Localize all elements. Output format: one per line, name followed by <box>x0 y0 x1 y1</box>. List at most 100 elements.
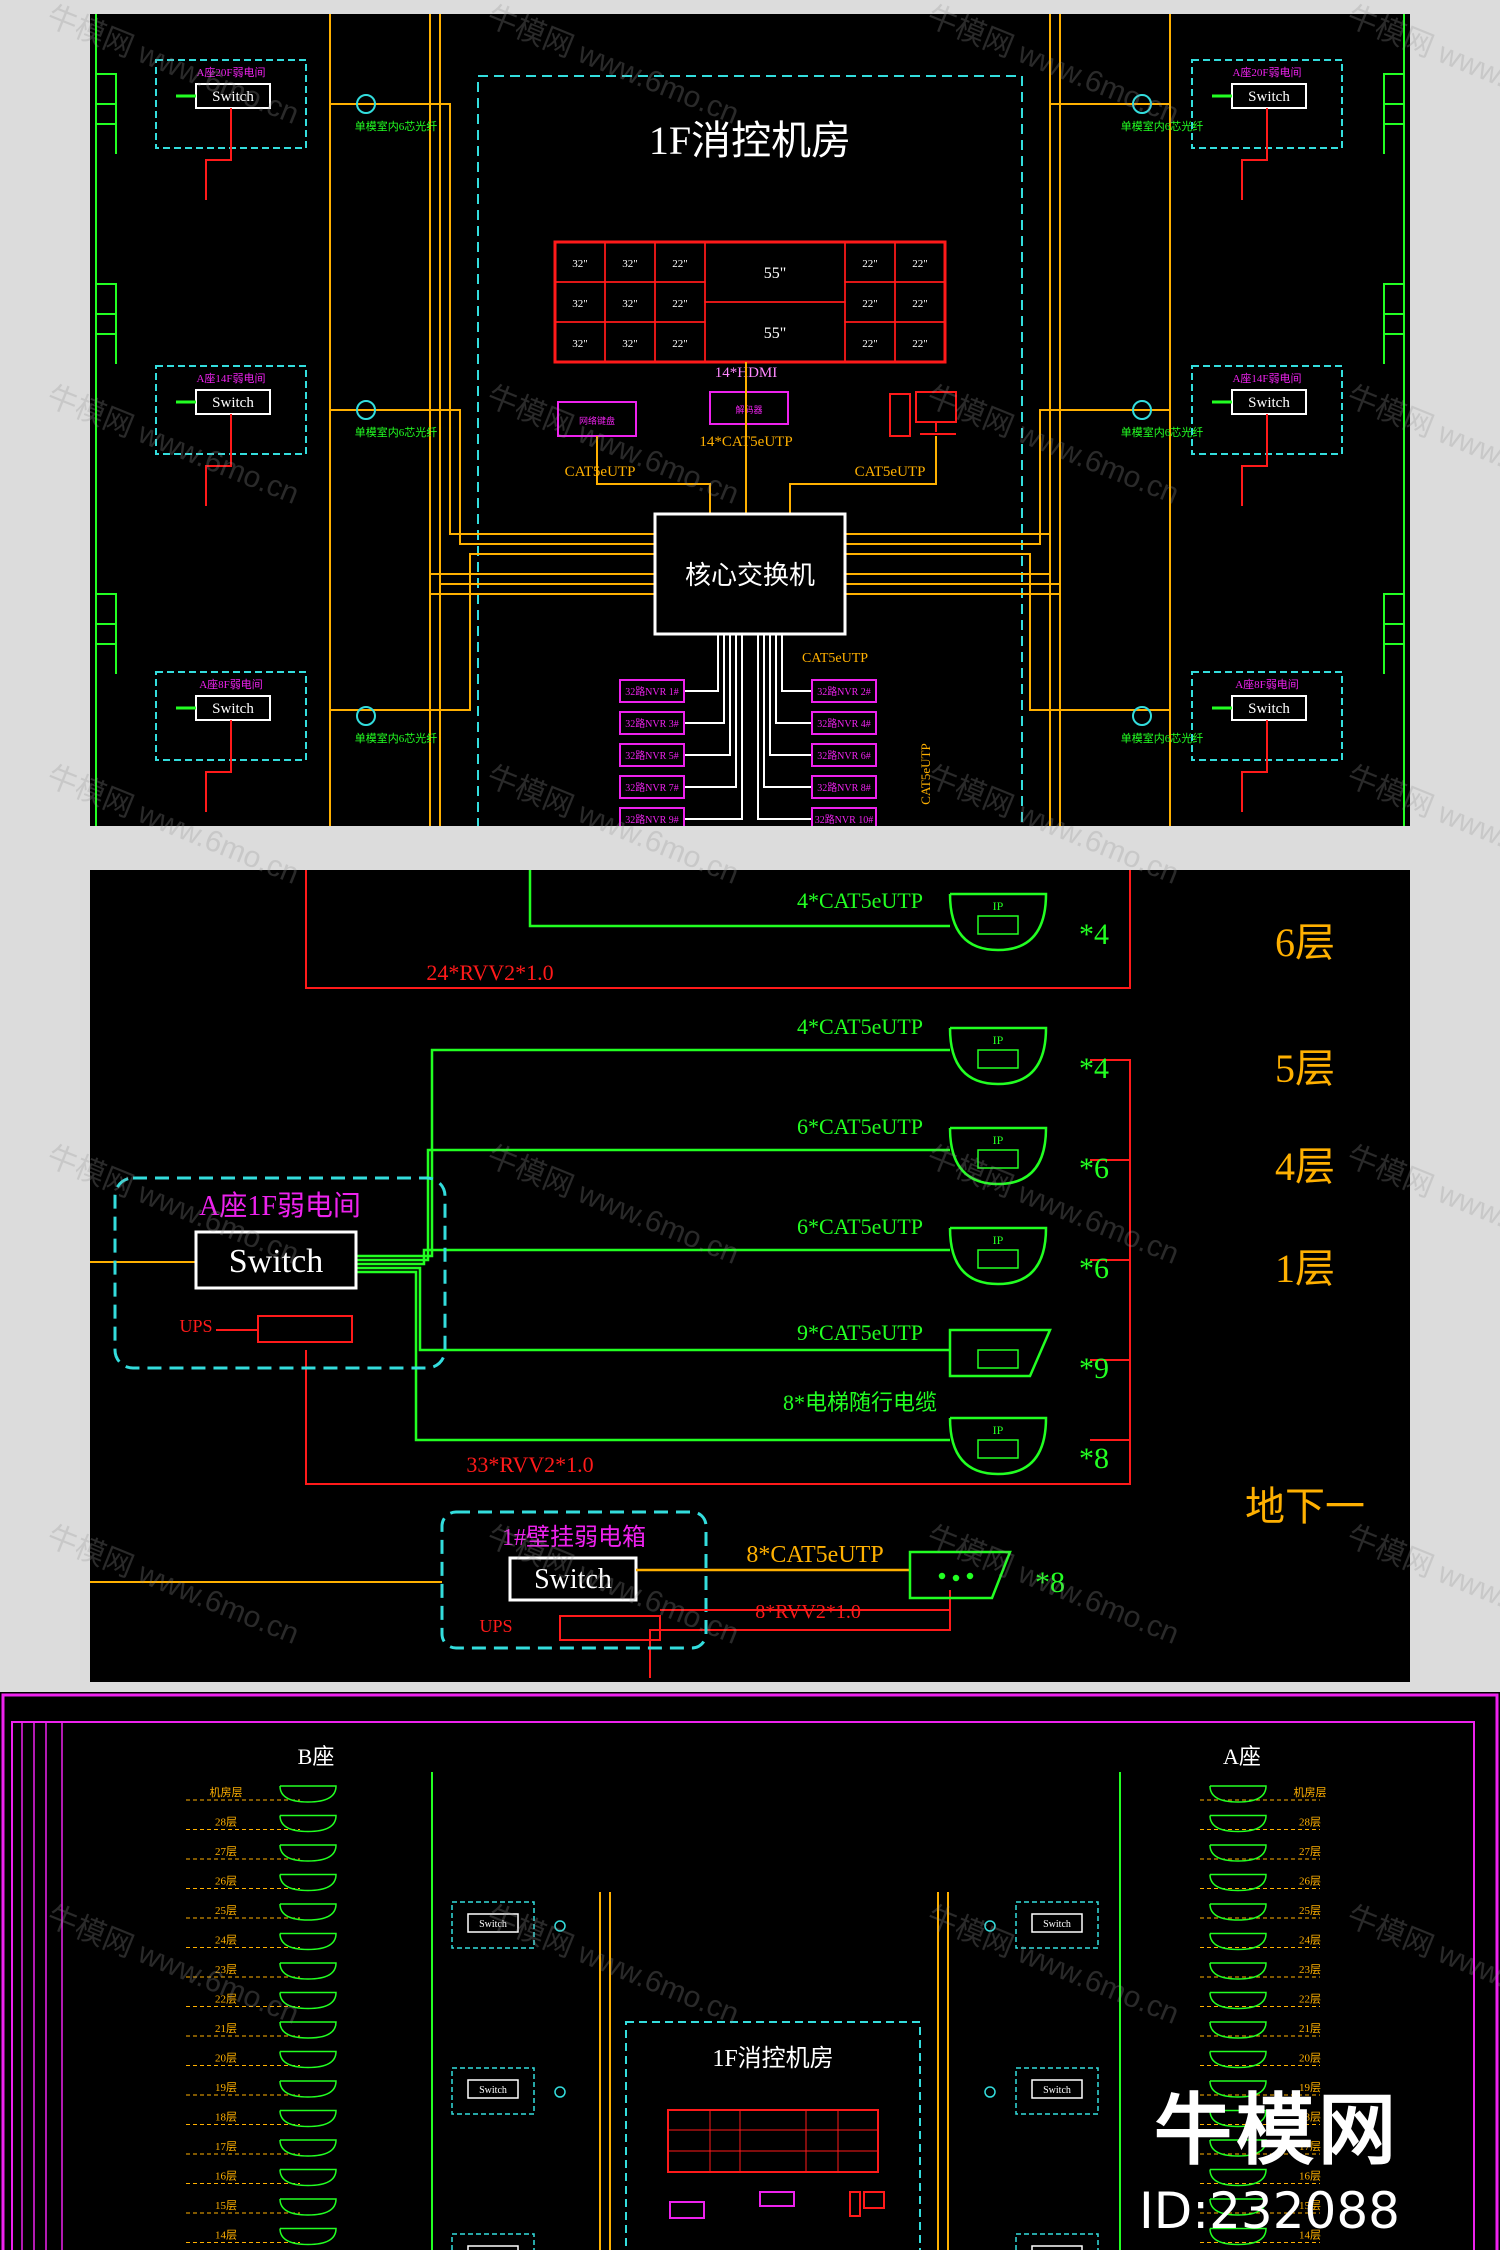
mini-camera-icon <box>279 1991 337 2010</box>
monitor-size-label: 32" <box>622 298 638 310</box>
floor-label: 14层 <box>1299 2229 1321 2242</box>
mini-switch-box <box>1031 2245 1083 2250</box>
monitor-size-label: 32" <box>622 258 638 270</box>
overview-video-wall-grid <box>668 2110 878 2172</box>
mini-switch-label: Switch <box>479 2085 507 2096</box>
fiber-node-icon <box>1132 706 1152 726</box>
fiber-label: 单模室内6芯光纤 <box>1121 425 1204 439</box>
nvr-box <box>811 743 877 767</box>
nvr-box <box>619 775 685 799</box>
monitor-size-label: 22" <box>912 258 928 270</box>
left-riser-lines <box>95 14 117 826</box>
power-link <box>205 720 232 812</box>
floor-label: 27层 <box>215 1845 237 1858</box>
switch-box <box>195 83 271 109</box>
floor-label: 16层 <box>215 2170 237 2183</box>
mini-camera-icon <box>279 1932 337 1951</box>
floor-label: 18层 <box>1299 2111 1321 2124</box>
monitor-size-label: 22" <box>862 258 878 270</box>
left-block-floors: 机房层28层27层26层25层24层23层22层21层20层19层18层17层1… <box>186 1772 566 2250</box>
nvr-label: 32路NVR 6# <box>817 749 871 762</box>
weak-room-label: A座20F弱电间 <box>1232 65 1301 79</box>
fiber-label: 单模室内6芯光纤 <box>1121 119 1204 133</box>
wall-box-boundary <box>440 1510 708 1650</box>
mini-camera-icon <box>279 1962 337 1980</box>
nvr-link <box>757 634 812 820</box>
fiber-label: 单模室内6芯光纤 <box>1121 731 1204 745</box>
floor-label: 27层 <box>1299 1845 1321 1858</box>
nvr-label: 32路NVR 5# <box>625 749 679 762</box>
floor-label: 22层 <box>1299 1993 1321 2006</box>
nvr-label: 32路NVR 1# <box>625 685 679 698</box>
mini-camera-icon <box>279 1873 337 1892</box>
switch-label: Switch <box>212 89 254 105</box>
mini-camera-icon <box>1209 1814 1267 1833</box>
network-keyboard-label: 网络键盘 <box>579 415 615 426</box>
floor-label: 地下一 <box>1245 1484 1365 1529</box>
floor-label: 24层 <box>215 1934 237 1947</box>
nvr-link <box>781 634 812 692</box>
cable-label: 6*CAT5eUTP <box>797 1114 923 1139</box>
video-wall: 32"32"32"32"32"32"22"22"22"22"22"22"22"2… <box>553 240 947 364</box>
mini-camera-icon <box>279 2109 337 2128</box>
camera-run <box>356 1270 950 1442</box>
floor-label: 4层 <box>1275 1144 1335 1189</box>
mini-camera-icon <box>279 2198 337 2216</box>
title-strip <box>21 1722 63 2250</box>
cable-label: 9*CAT5eUTP <box>797 1320 923 1345</box>
floor-label: 28层 <box>1299 1816 1321 1829</box>
weak-room-label: A座8F弱电间 <box>1235 677 1299 691</box>
overview-workstation-icon <box>849 2191 885 2217</box>
nvr-link <box>763 634 812 788</box>
left-switch-group: A座20F弱电间Switch单模室内6芯光纤A座14F弱电间Switch单模室内… <box>155 59 438 812</box>
nvr-column-right: 32路NVR 2#32路NVR 4#32路NVR 6#32路NVR 8#32路N… <box>811 679 877 826</box>
power-link <box>205 414 232 506</box>
cable-label: 4*CAT5eUTP <box>797 1014 923 1039</box>
floor-label: 5层 <box>1275 1046 1335 1091</box>
wall-camera-count: *8 <box>1035 1566 1065 1599</box>
right-block-floors: 机房层28层27层26层25层24层23层22层21层20层19层18层17层1… <box>984 1772 1327 2250</box>
outer-frame <box>1 1693 1499 2250</box>
nvr-label: 32路NVR 7# <box>625 781 679 794</box>
floor-distribution-panel: 24*RVV2*1.0 33*RVV2*1.0 A座1F弱电间 Switch U… <box>90 870 1410 1682</box>
weak-room-label: A座14F弱电间 <box>1232 371 1301 385</box>
floor-label: 21层 <box>215 2022 237 2035</box>
nvr-link <box>684 634 743 820</box>
camera-count: *6 <box>1079 1252 1109 1285</box>
mini-camera-icon <box>279 1844 337 1862</box>
nvr-link <box>684 634 737 788</box>
floor-label: 14层 <box>215 2229 237 2242</box>
mini-fiber-node-icon <box>984 2086 996 2098</box>
mini-camera-icon <box>1209 1962 1267 1980</box>
switch-label: Switch <box>1248 701 1290 717</box>
floor-label: 24层 <box>1299 1934 1321 1947</box>
right-block-title: A座 <box>1223 1744 1261 1769</box>
floor-label: 26层 <box>1299 1875 1321 1888</box>
decoder-box <box>709 391 789 425</box>
camera-run <box>356 1266 950 1352</box>
fiber-node-icon <box>356 400 376 420</box>
floor-label: 21层 <box>1299 2022 1321 2035</box>
ip-label: IP <box>993 1423 1004 1437</box>
monitor-size-label: 22" <box>672 298 688 310</box>
floor-label: 23层 <box>215 1963 237 1976</box>
camera-run <box>356 1148 950 1262</box>
mini-camera-icon <box>1209 2050 1267 2069</box>
overview-decoder <box>759 2191 795 2207</box>
switch-label: Switch <box>212 395 254 411</box>
cable-label: 6*CAT5eUTP <box>797 1214 923 1239</box>
ups-label: UPS <box>179 1316 212 1336</box>
power-link <box>1241 108 1268 200</box>
fiber-node-icon <box>356 94 376 114</box>
floor-label: 17层 <box>1299 2140 1321 2153</box>
fiber-label: 单模室内6芯光纤 <box>355 425 438 439</box>
switch-box <box>194 1230 358 1290</box>
mini-switch-box <box>467 2245 519 2250</box>
nvr-label: 32路NVR 4# <box>817 717 871 730</box>
floor-label: 25层 <box>215 1904 237 1917</box>
monitor-size-label: 55" <box>764 325 787 342</box>
a-weak-room-title: A座1F弱电间 <box>199 1190 361 1222</box>
mini-camera-icon <box>279 2050 337 2069</box>
a-weak-room-boundary <box>113 1176 447 1370</box>
monitor-size-label: 32" <box>572 258 588 270</box>
